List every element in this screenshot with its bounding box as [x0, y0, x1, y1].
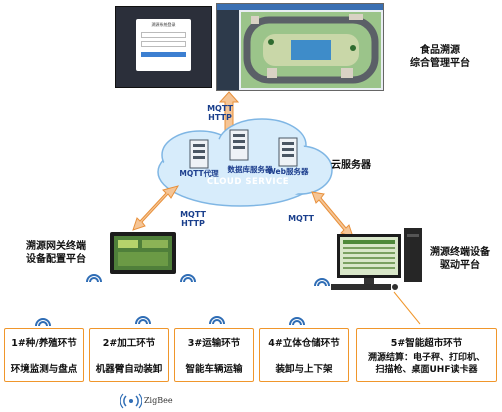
- arrow-cloud-gateway: [132, 185, 180, 231]
- stage-box-5: 5#智能超市环节 溯源结算：电子秤、打印机、 扫描枪、桌面UHF读卡器: [356, 328, 497, 382]
- stage-desc: 溯源结算：电子秤、打印机、 扫描枪、桌面UHF读卡器: [367, 353, 485, 375]
- zigbee-icon: [120, 393, 142, 409]
- server-mqtt-icon: [189, 139, 209, 169]
- stage-title: 5#智能超市环节: [390, 338, 463, 349]
- gateway-device-icon: [110, 232, 176, 274]
- dashboard-sidebar: [217, 10, 239, 90]
- cloud-label: 云服务器: [331, 160, 371, 171]
- wifi-icon: [35, 318, 51, 327]
- terminal-computer-icon: [331, 228, 422, 290]
- zigbee-legend-label: ZigBee: [144, 396, 173, 405]
- login-title: 溯源系统登录: [151, 22, 176, 27]
- protocol-top: MQTT HTTP: [207, 104, 233, 122]
- protocol-terminal: MQTT: [288, 214, 314, 223]
- server-web-icon: [278, 137, 298, 167]
- wifi-icon: [135, 316, 151, 325]
- stage-box-3: 3#运输环节 智能车辆运输: [174, 328, 254, 382]
- platform-label: 食品溯源 综合管理平台: [410, 45, 470, 69]
- stage-title: 2#加工环节: [102, 338, 156, 349]
- login-dialog: 溯源系统登录: [136, 19, 191, 71]
- arrow-cloud-terminal: [311, 191, 354, 238]
- server-mqtt-label: MQTT代理: [179, 169, 219, 178]
- stage-desc: 机器臂自动装卸: [95, 364, 163, 375]
- terminal-link-line: [393, 291, 421, 325]
- stage-desc: 装卸与上下架: [275, 364, 333, 375]
- wifi-icon: [209, 316, 225, 325]
- stage-title: 1#种/养殖环节: [11, 338, 77, 349]
- stage-desc: 环境监测与盘点: [10, 364, 78, 375]
- gateway-label: 溯源网关终端 设备配置平台: [26, 241, 86, 265]
- login-button: [141, 52, 186, 57]
- stage-box-2: 2#加工环节 机器臂自动装卸: [89, 328, 169, 382]
- stage-box-1: 1#种/养殖环节 环境监测与盘点: [4, 328, 84, 382]
- terminal-label: 溯源终端设备 驱动平台: [430, 247, 490, 271]
- dashboard-topbar: [217, 4, 383, 10]
- wifi-icon: [289, 317, 305, 326]
- stage-desc: 智能车辆运输: [185, 364, 243, 375]
- wifi-icon: [86, 274, 102, 283]
- protocol-gateway: MQTT HTTP: [180, 210, 206, 228]
- stage-title: 3#运输环节: [187, 338, 241, 349]
- wifi-icon: [314, 278, 330, 287]
- stage-box-4: 4#立体仓储环节 装卸与上下架: [259, 328, 349, 382]
- cloud-service-text: CLOUD SERVICE: [206, 177, 290, 187]
- login-screenshot: 溯源系统登录: [115, 6, 212, 88]
- server-web-label: Web服务器: [267, 167, 309, 176]
- stage-title: 4#立体仓储环节: [268, 338, 340, 349]
- dashboard-screenshot: [216, 3, 384, 91]
- server-database-label: 数据库服务器: [227, 165, 273, 174]
- dashboard-map: [241, 12, 381, 88]
- server-database-icon: [229, 129, 249, 161]
- wifi-icon: [180, 274, 196, 283]
